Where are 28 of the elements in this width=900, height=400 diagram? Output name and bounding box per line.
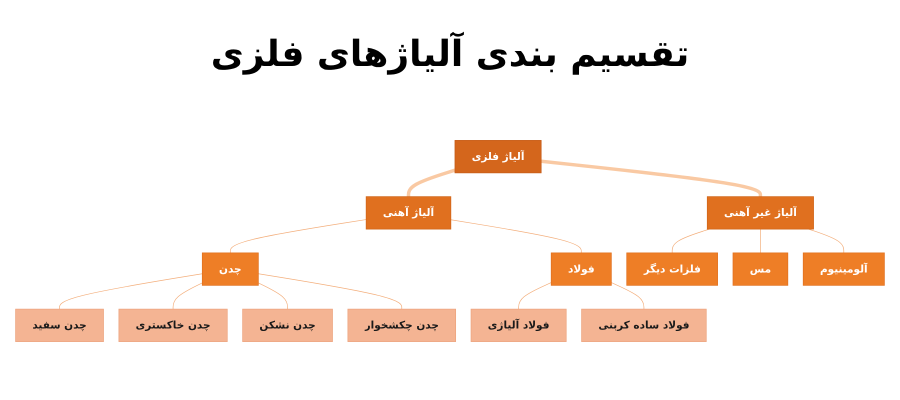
category-box: آلومینیوم bbox=[802, 252, 885, 286]
connector-line bbox=[258, 273, 402, 310]
connector-line bbox=[230, 219, 366, 254]
category-box: فولاد آلیاژی bbox=[470, 308, 567, 342]
category-box: چدن نشکن bbox=[242, 308, 333, 342]
connector-line bbox=[450, 219, 582, 254]
category-box: آلیاژ غیر آهنی bbox=[706, 196, 814, 230]
connector-line bbox=[172, 282, 203, 310]
connector-line bbox=[59, 273, 203, 310]
connector-line bbox=[672, 228, 710, 254]
connector-line bbox=[258, 282, 288, 310]
category-box: چدن خاکستری bbox=[118, 308, 228, 342]
connector-line bbox=[541, 160, 762, 197]
connector-line bbox=[518, 282, 552, 310]
category-box: مس bbox=[732, 252, 788, 286]
category-box: فولاد ساده کربنی bbox=[581, 308, 707, 342]
connector-line bbox=[611, 282, 644, 310]
connector-line bbox=[406, 168, 456, 197]
category-box: فلزات دیگر bbox=[626, 252, 718, 286]
category-box: چدن چکشخوار bbox=[348, 308, 456, 342]
connector-line bbox=[808, 228, 844, 254]
connector-line bbox=[760, 228, 761, 254]
diagram-title: تقسیم بندی آلیاژهای فلزی bbox=[210, 0, 690, 86]
category-box: چدن bbox=[202, 252, 259, 286]
category-box: آلیاژ فلزی bbox=[454, 140, 542, 174]
category-box: چدن سفید bbox=[15, 308, 104, 342]
category-box: فولاد bbox=[550, 252, 612, 286]
category-box: آلیاژ آهنی bbox=[366, 196, 452, 230]
